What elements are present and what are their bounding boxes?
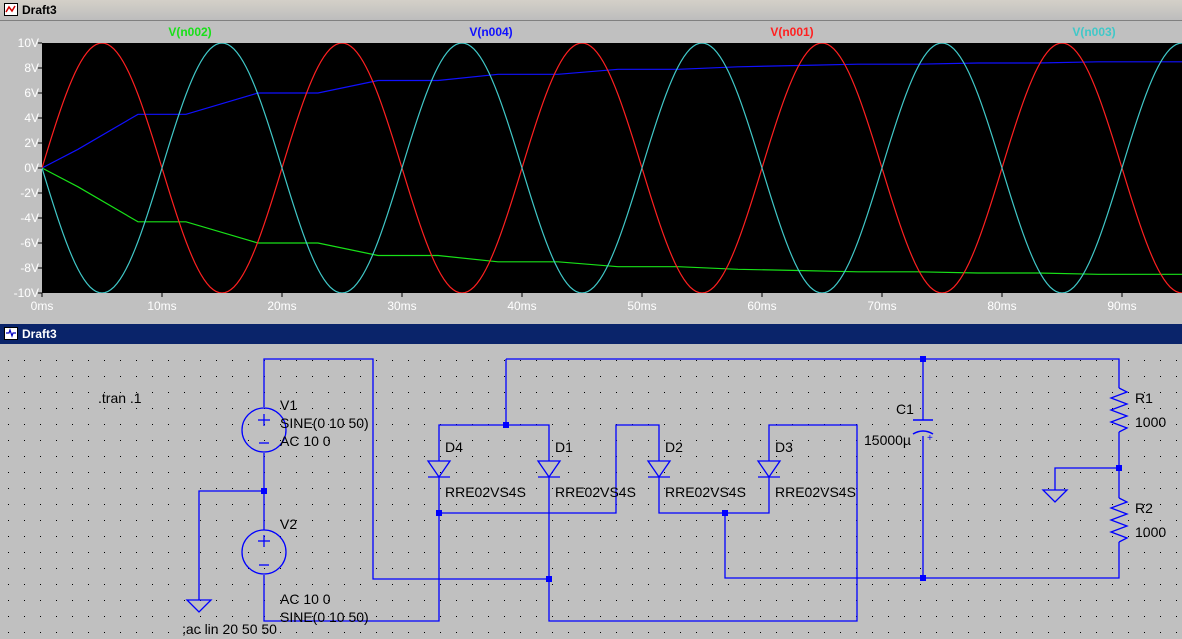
d3-model[interactable]: RRE02VS4S: [775, 484, 856, 500]
legend-v-n003[interactable]: V(n003): [1072, 25, 1115, 39]
x-tick-label: 30ms: [387, 299, 416, 313]
x-tick-label: 60ms: [747, 299, 776, 313]
spice-directive-tran[interactable]: .tran .1: [98, 390, 142, 406]
r2-ref[interactable]: R2: [1135, 500, 1153, 516]
series-line-vn004[interactable]: [42, 61, 1182, 169]
x-tick-label: 0ms: [31, 299, 54, 313]
y-tick-label: -10V: [14, 286, 39, 300]
y-tick-label: -4V: [20, 211, 39, 225]
schematic-title: Draft3: [22, 327, 57, 341]
c1-ref[interactable]: C1: [896, 401, 914, 417]
x-tick-label: 80ms: [987, 299, 1016, 313]
schematic-window[interactable]: Draft3: [0, 324, 1182, 639]
y-tick-label: 2V: [24, 136, 39, 150]
d2-ref[interactable]: D2: [665, 439, 683, 455]
r2-value[interactable]: 1000: [1135, 524, 1166, 540]
v1-ac[interactable]: AC 10 0: [280, 433, 331, 449]
r1-ref[interactable]: R1: [1135, 390, 1153, 406]
legend: V(n002) V(n004) V(n001) V(n003): [168, 25, 1115, 39]
y-tick-label: 6V: [24, 86, 39, 100]
diode-d4[interactable]: [426, 460, 452, 479]
ground-symbol[interactable]: [185, 599, 213, 613]
waveform-titlebar[interactable]: Draft3: [0, 0, 1182, 21]
plot-area[interactable]: [42, 43, 1182, 293]
y-tick-label: -2V: [20, 186, 39, 200]
spice-directive-ac[interactable]: ;ac lin 20 50 50: [182, 621, 277, 637]
waveform-app-icon: [4, 3, 18, 16]
waveform-title: Draft3: [22, 3, 57, 17]
voltage-source-v2[interactable]: [241, 529, 287, 575]
v1-ref[interactable]: V1: [280, 397, 297, 413]
d4-ref[interactable]: D4: [445, 439, 463, 455]
r1-value[interactable]: 1000: [1135, 414, 1166, 430]
svg-text:+: +: [927, 433, 933, 444]
x-tick-label: 10ms: [147, 299, 176, 313]
series-line-vn003[interactable]: [42, 43, 1182, 293]
y-tick-label: 0V: [24, 161, 39, 175]
junctions: [261, 356, 1122, 582]
x-tick-label: 70ms: [867, 299, 896, 313]
d3-ref[interactable]: D3: [775, 439, 793, 455]
c1-value[interactable]: 15000µ: [864, 432, 911, 448]
x-tick-label: 90ms: [1107, 299, 1136, 313]
y-tick-label: 10V: [18, 36, 39, 50]
waveform-window[interactable]: Draft3 10V 8V 6V 4V 2V 0V -2V -4V -6V -8V -10V 0ms…: [0, 0, 1182, 322]
y-axis: 10V 8V 6V 4V 2V 0V -2V -4V -6V -8V -10V: [14, 36, 42, 300]
schematic-canvas[interactable]: + .tran .1 ;ac lin 20 50 50 V1 SINE(0 10…: [0, 344, 1182, 639]
x-tick-label: 40ms: [507, 299, 536, 313]
v2-ac[interactable]: AC 10 0: [280, 591, 331, 607]
schematic-titlebar[interactable]: Draft3: [0, 324, 1182, 344]
resistor-r2[interactable]: [1109, 497, 1129, 543]
x-tick-label: 50ms: [627, 299, 656, 313]
legend-v-n001[interactable]: V(n001): [770, 25, 813, 39]
ground-symbol[interactable]: [1041, 489, 1069, 503]
y-tick-label: 8V: [24, 61, 39, 75]
legend-v-n004[interactable]: V(n004): [469, 25, 512, 39]
resistor-r1[interactable]: [1109, 387, 1129, 433]
y-tick-label: -6V: [20, 236, 39, 250]
d2-model[interactable]: RRE02VS4S: [665, 484, 746, 500]
d4-model[interactable]: RRE02VS4S: [445, 484, 526, 500]
y-tick-label: -8V: [20, 261, 39, 275]
x-tick-label: 20ms: [267, 299, 296, 313]
d1-model[interactable]: RRE02VS4S: [555, 484, 636, 500]
diode-d2[interactable]: [646, 460, 672, 479]
legend-v-n002[interactable]: V(n002): [168, 25, 211, 39]
v2-value[interactable]: SINE(0 10 50): [280, 609, 369, 625]
v1-value[interactable]: SINE(0 10 50): [280, 415, 369, 431]
series-layer: [42, 43, 1182, 293]
d1-ref[interactable]: D1: [555, 439, 573, 455]
y-tick-label: 4V: [24, 111, 39, 125]
x-axis: 0ms 10ms 20ms 30ms 40ms 50ms 60ms 70ms 80ms 90ms: [31, 293, 1137, 313]
series-line-vn001[interactable]: [42, 43, 1182, 293]
voltage-source-v1[interactable]: [241, 407, 287, 453]
v2-ref[interactable]: V2: [280, 516, 297, 532]
diode-d3[interactable]: [756, 460, 782, 479]
diode-d1[interactable]: [536, 460, 562, 479]
waveform-plot[interactable]: 10V 8V 6V 4V 2V 0V -2V -4V -6V -8V -10V 0ms 10ms 20m…: [0, 21, 1182, 321]
schematic-app-icon: [4, 327, 18, 340]
series-line-vn002[interactable]: [42, 167, 1182, 275]
capacitor-c1[interactable]: +: [912, 419, 934, 444]
